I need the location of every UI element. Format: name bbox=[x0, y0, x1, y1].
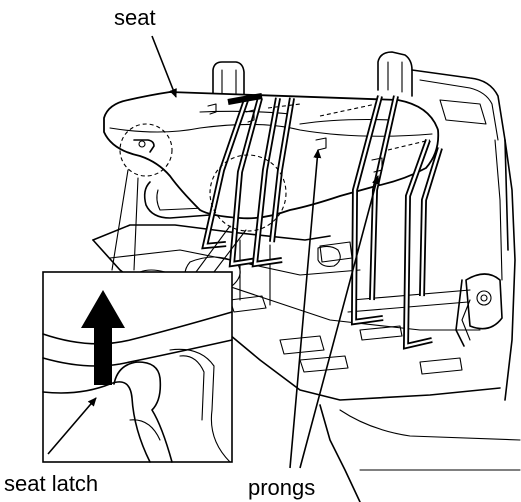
seat-leader bbox=[151, 35, 177, 98]
prong-right-rear bbox=[387, 138, 443, 350]
prong-left-rear bbox=[251, 97, 301, 268]
seat-cushion bbox=[103, 91, 440, 220]
leader-lines bbox=[47, 35, 380, 469]
prongs-leader-2 bbox=[299, 175, 380, 469]
prong-hooks bbox=[207, 103, 383, 173]
seat-latch-leader bbox=[47, 397, 97, 455]
callout-circles bbox=[111, 123, 287, 273]
label-prongs: prongs bbox=[248, 475, 315, 500]
lift-arrow-icon bbox=[81, 290, 125, 385]
hinge-bracket bbox=[455, 273, 503, 347]
label-seat-latch: seat latch bbox=[4, 471, 98, 496]
label-seat: seat bbox=[114, 5, 156, 30]
latch-inset bbox=[42, 271, 233, 463]
prongs-leader-1 bbox=[289, 149, 322, 469]
